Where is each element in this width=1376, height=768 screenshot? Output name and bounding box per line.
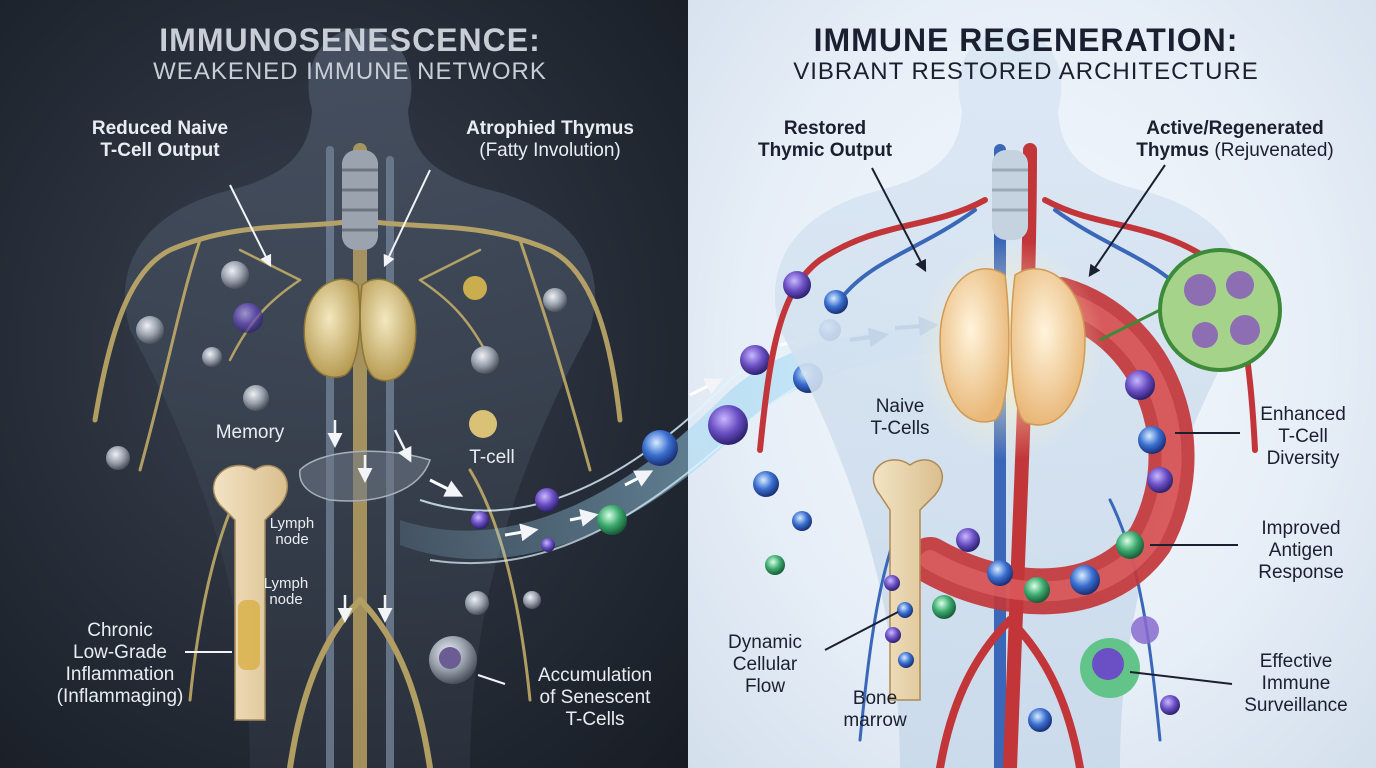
label-chronic-inflammation: Chronic Low-Grade Inflammation (Inflamma… [56,620,184,707]
label-lymph-node-1: Lymph node [269,515,315,548]
left-bone-icon [212,464,288,721]
right-title: IMMUNE REGENERATION: [813,22,1239,58]
label-improved-antigen-response: Improved Antigen Response [1258,518,1344,583]
label-memory: Memory [215,422,285,443]
lymph-node-icon [1099,248,1282,372]
bone-marrow-icon [872,459,943,701]
label-reduced-naive-output: Reduced Naive T-Cell Output [91,118,229,161]
right-leader-lines [824,164,1240,685]
label-active-regenerated-thymus: Active/Regenerated Thymus (Rejuvenated) [1136,118,1334,161]
label-accumulation-senescent: Accumulation of Senescent T-Cells [537,665,653,730]
effective-surveillance-cell-icon [1080,616,1159,698]
regenerated-thymus-icon [915,240,1105,460]
right-cells [753,271,1180,732]
left-cells [106,261,567,684]
label-enhanced-diversity: Enhanced T-Cell Diversity [1260,404,1346,469]
label-restored-thymic-output: Restored Thymic Output [757,118,893,161]
label-atrophied-thymus: Atrophied Thymus (Fatty Involution) [466,118,634,161]
label-bone-marrow: Bone marrow [843,688,907,731]
senescent-cell-icon [429,636,477,684]
label-dynamic-cellular-flow: Dynamic Cellular Flow [728,632,802,697]
left-leader-lines [185,169,506,685]
left-title: IMMUNOSENESCENCE: [159,22,541,58]
label-naive-t-cells: Naive T-Cells [870,396,930,439]
atrophied-thymus-icon [303,278,417,382]
label-effective-surveillance: Effective Immune Surveillance [1244,651,1348,716]
trachea-icon [342,150,378,250]
right-trachea-icon [992,150,1028,240]
left-flow-arrows [327,420,412,623]
label-lymph-node-2: Lymph node [263,575,309,608]
left-subtitle: WEAKENED IMMUNE NETWORK [153,58,547,85]
label-t-cell: T-cell [469,447,515,468]
right-subtitle: VIBRANT RESTORED ARCHITECTURE [793,58,1259,85]
